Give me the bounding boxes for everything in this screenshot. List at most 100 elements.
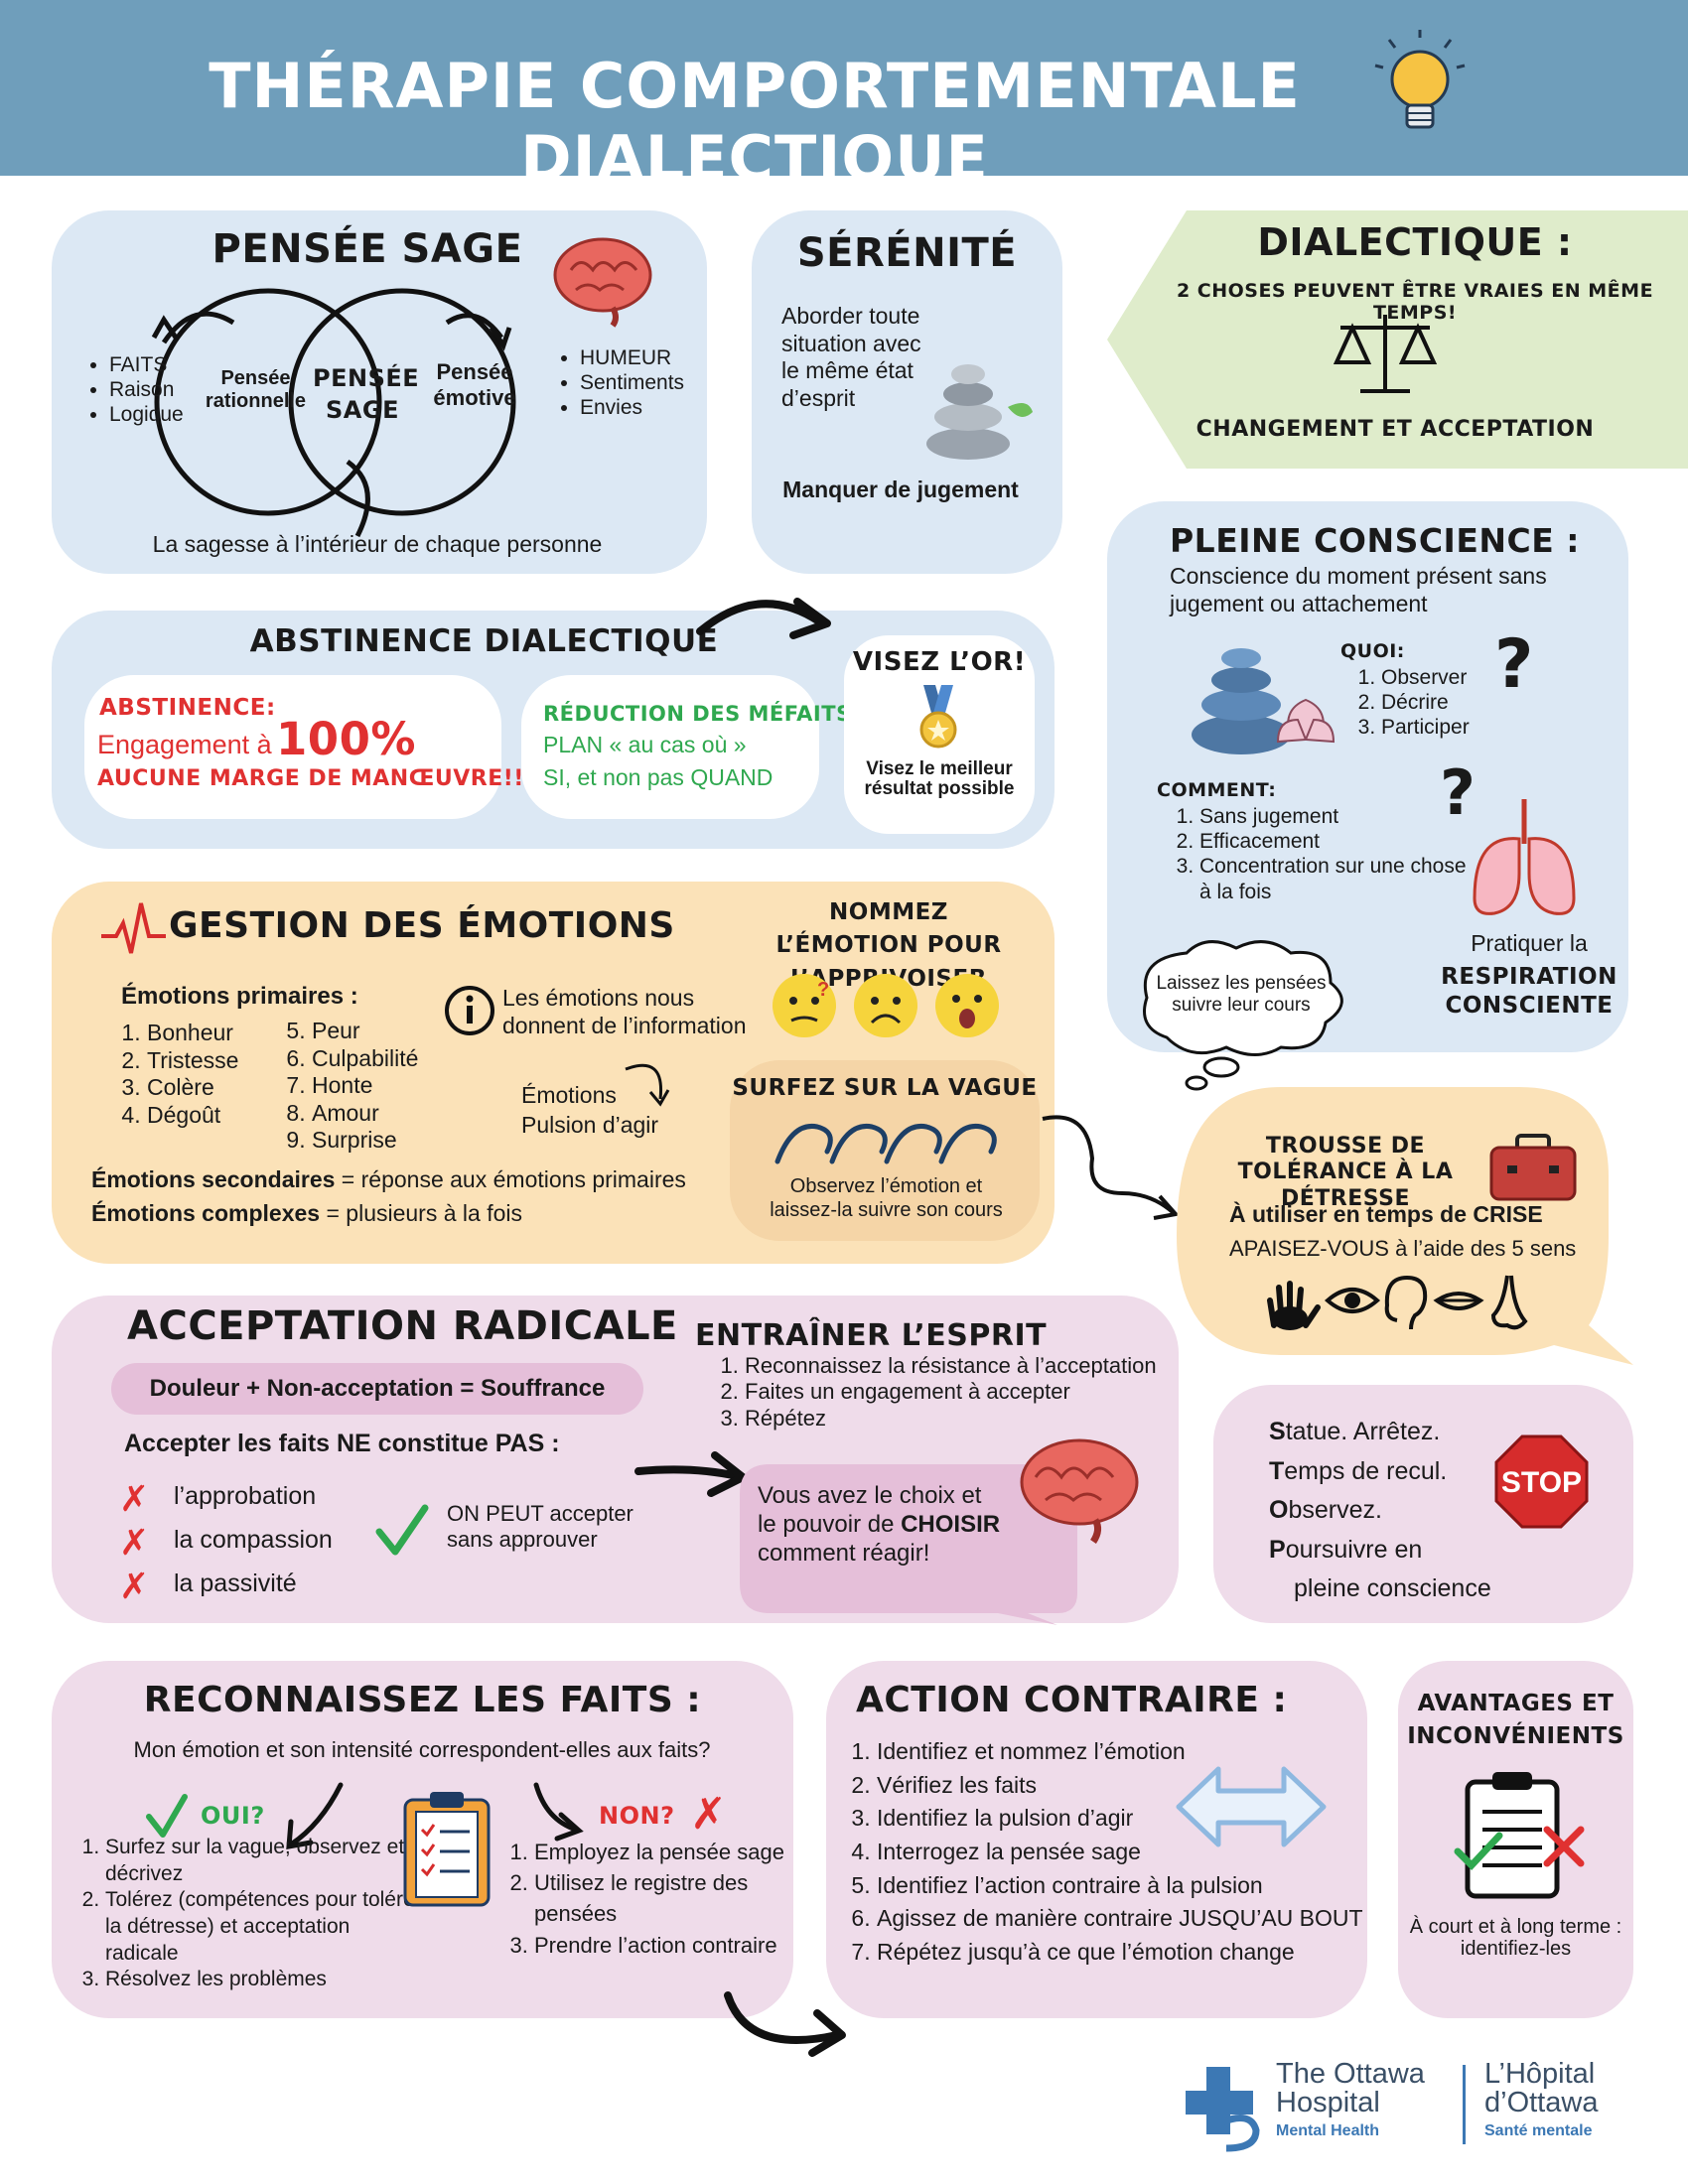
dialectique-bottom: CHANGEMENT ET ACCEPTATION: [1196, 417, 1595, 442]
choice-post: comment réagir!: [758, 1539, 930, 1567]
mouth-icon: [1433, 1292, 1484, 1310]
abstinence-percent: 100%: [276, 713, 417, 765]
non-label: NON?: [599, 1802, 675, 1830]
footer-fr-line3: Santé mentale: [1484, 2122, 1593, 2139]
stop-line: Observez.: [1269, 1496, 1382, 1524]
equation-text: Douleur + Non-acceptation = Souffrance: [149, 1375, 606, 1402]
list-item: Résolvez les problèmes: [105, 1967, 423, 1993]
primary-col2: Peur Culpabilité Honte Amour Surprise: [284, 1018, 418, 1155]
list-item: Utilisez le registre des pensées: [534, 1867, 822, 1929]
secondary-text: = réponse aux émotions primaires: [335, 1166, 686, 1192]
stop-lines: Statue. Arrêtez. Temps de recul. Observe…: [1269, 1413, 1491, 1609]
abstinence-engagement: Engagement à: [97, 730, 272, 759]
complex-line: Émotions complexes = plusieurs à la fois: [91, 1200, 522, 1228]
list-item: Concentration sur une chose à la fois: [1199, 854, 1468, 903]
list-item: Amour: [312, 1100, 418, 1128]
hospital-logo-icon: [1186, 2067, 1260, 2152]
list-item: Vérifiez les faits: [877, 1769, 1393, 1803]
list-item: Observer: [1381, 665, 1470, 690]
trousse-line1: À utiliser en temps de CRISE: [1229, 1201, 1543, 1227]
footer-en-line2: Hospital: [1276, 2087, 1380, 2118]
reduction-if: SI, et non pas QUAND: [543, 764, 774, 790]
list-item: Peur: [312, 1018, 418, 1045]
stop-line: Temps de recul.: [1269, 1456, 1448, 1485]
non-list: Employez la pensée sage Utilisez le regi…: [508, 1837, 822, 1961]
question-mark-icon: ?: [1440, 756, 1477, 829]
checkmark-icon: [375, 1504, 429, 1556]
list-item: Participer: [1381, 715, 1470, 740]
complex-text: = plusieurs à la fois: [320, 1200, 522, 1226]
brain-icon: [553, 237, 652, 328]
visez-text: Visez le meilleur résultat possible: [864, 758, 1015, 799]
lungs-icon: [1473, 799, 1576, 915]
list-item: Agissez de manière contraire JUSQU’AU BO…: [877, 1902, 1393, 1936]
footer-divider: [1463, 2065, 1466, 2144]
stop-line: Statue. Arrêtez.: [1269, 1418, 1441, 1445]
choice-text: Vous avez le choix et le pouvoir de CHOI…: [758, 1482, 1006, 1568]
wave-text: Observez l’émotion et laissez-la suivre …: [770, 1175, 1003, 1221]
stop-sign-icon: STOP: [1494, 1434, 1589, 1529]
footer-en-line3: Mental Health: [1276, 2122, 1380, 2139]
comment-list: Sans jugement Efficacement Concentration…: [1172, 804, 1468, 904]
oui-arrows: [146, 1782, 344, 1850]
list-item: Reconnaissez la résistance à l’acceptati…: [745, 1353, 1157, 1379]
right-arrow-icon: [634, 1451, 747, 1497]
stop-sign-text: STOP: [1501, 1466, 1582, 1499]
list-item: Employez la pensée sage: [534, 1837, 822, 1867]
dialectique-title: DIALECTIQUE :: [1257, 220, 1573, 264]
serenite-title: SÉRÉNITÉ: [796, 230, 1018, 276]
list-item: Dégoût: [147, 1102, 238, 1130]
list-item: FAITS: [109, 352, 184, 377]
pensee-left-list: FAITS Raison Logique: [87, 352, 184, 428]
avantages-title: AVANTAGES ET INCONVÉNIENTS: [1407, 1691, 1624, 1750]
secondary-bold: Émotions secondaires: [91, 1166, 336, 1192]
pensee-right-list: HUMEUR Sentiments Envies: [558, 345, 684, 421]
secondary-line: Émotions secondaires = réponse aux émoti…: [91, 1166, 686, 1194]
sad-face-icon: [854, 974, 917, 1037]
wise-mind-label: PENSÉE SAGE: [313, 364, 420, 425]
thought-cloud-icon: [1143, 940, 1343, 1091]
list-item: Prendre l’action contraire: [534, 1930, 822, 1961]
list-item: Envies: [580, 395, 684, 420]
can-accept-text: ON PEUT accepter sans approuver: [447, 1501, 633, 1553]
emotions-title: GESTION DES ÉMOTIONS: [169, 905, 675, 946]
serenite-text: Aborder toute situation avec le même éta…: [781, 303, 921, 411]
pleine-conscience-title: PLEINE CONSCIENCE :: [1170, 521, 1580, 560]
train-list: Reconnaissez la résistance à l’acceptati…: [717, 1353, 1157, 1432]
abstinence-no-margin: AUCUNE MARGE DE MANŒUVRE!!!: [97, 766, 535, 791]
action-card: [826, 1661, 1367, 2018]
faits-title: RECONNAISSEZ LES FAITS :: [143, 1680, 702, 1720]
footer-en-line1: The Ottawa: [1276, 2058, 1425, 2090]
serenite-card: [752, 210, 1062, 574]
toolbox-icon: [1489, 1134, 1577, 1201]
list-item: HUMEUR: [580, 345, 684, 370]
not-item: la compassion: [174, 1526, 333, 1554]
choice-bubble: [740, 1464, 1077, 1625]
reduction-title: RÉDUCTION DES MÉFAITS: [543, 702, 852, 726]
svg-text:?: ?: [817, 979, 829, 1001]
list-item: Efficacement: [1199, 829, 1468, 854]
hand-icon: [1267, 1281, 1321, 1330]
action-list: Identifiez et nommez l’émotion Vérifiez …: [849, 1735, 1393, 1970]
nose-icon: [1490, 1275, 1528, 1330]
list-item: Culpabilité: [312, 1045, 418, 1073]
emotions-line: Émotions: [521, 1082, 617, 1108]
x-icon: ✗: [690, 1789, 727, 1840]
list-item: Honte: [312, 1072, 418, 1100]
pleine-conscience-subtitle: Conscience du moment présent sans jugeme…: [1170, 563, 1547, 616]
footer-fr: L’Hôpital d’Ottawa Santé mentale: [1484, 2060, 1598, 2139]
footer-fr-line1: L’Hôpital: [1484, 2058, 1596, 2090]
oui-label: OUI?: [201, 1802, 265, 1830]
list-item: Tristesse: [147, 1047, 238, 1075]
primary-col1: Bonheur Tristesse Colère Dégoût: [119, 1020, 238, 1129]
abstinence-box: [84, 675, 501, 819]
surprised-face-icon: [935, 974, 999, 1037]
footer-fr-line2: d’Ottawa: [1484, 2087, 1599, 2118]
dialectique-subtitle: 2 CHOSES PEUVENT ÊTRE VRAIES EN MÊME TEM…: [1176, 280, 1654, 324]
list-item: Décrire: [1381, 690, 1470, 715]
clipboard-icon: [403, 1792, 491, 1907]
serenite-bottom: Manquer de jugement: [782, 477, 1019, 502]
stop-line-last: pleine conscience: [1294, 1574, 1491, 1602]
list-item: Colère: [147, 1074, 238, 1102]
respiration-line: Pratiquer la: [1471, 930, 1588, 956]
